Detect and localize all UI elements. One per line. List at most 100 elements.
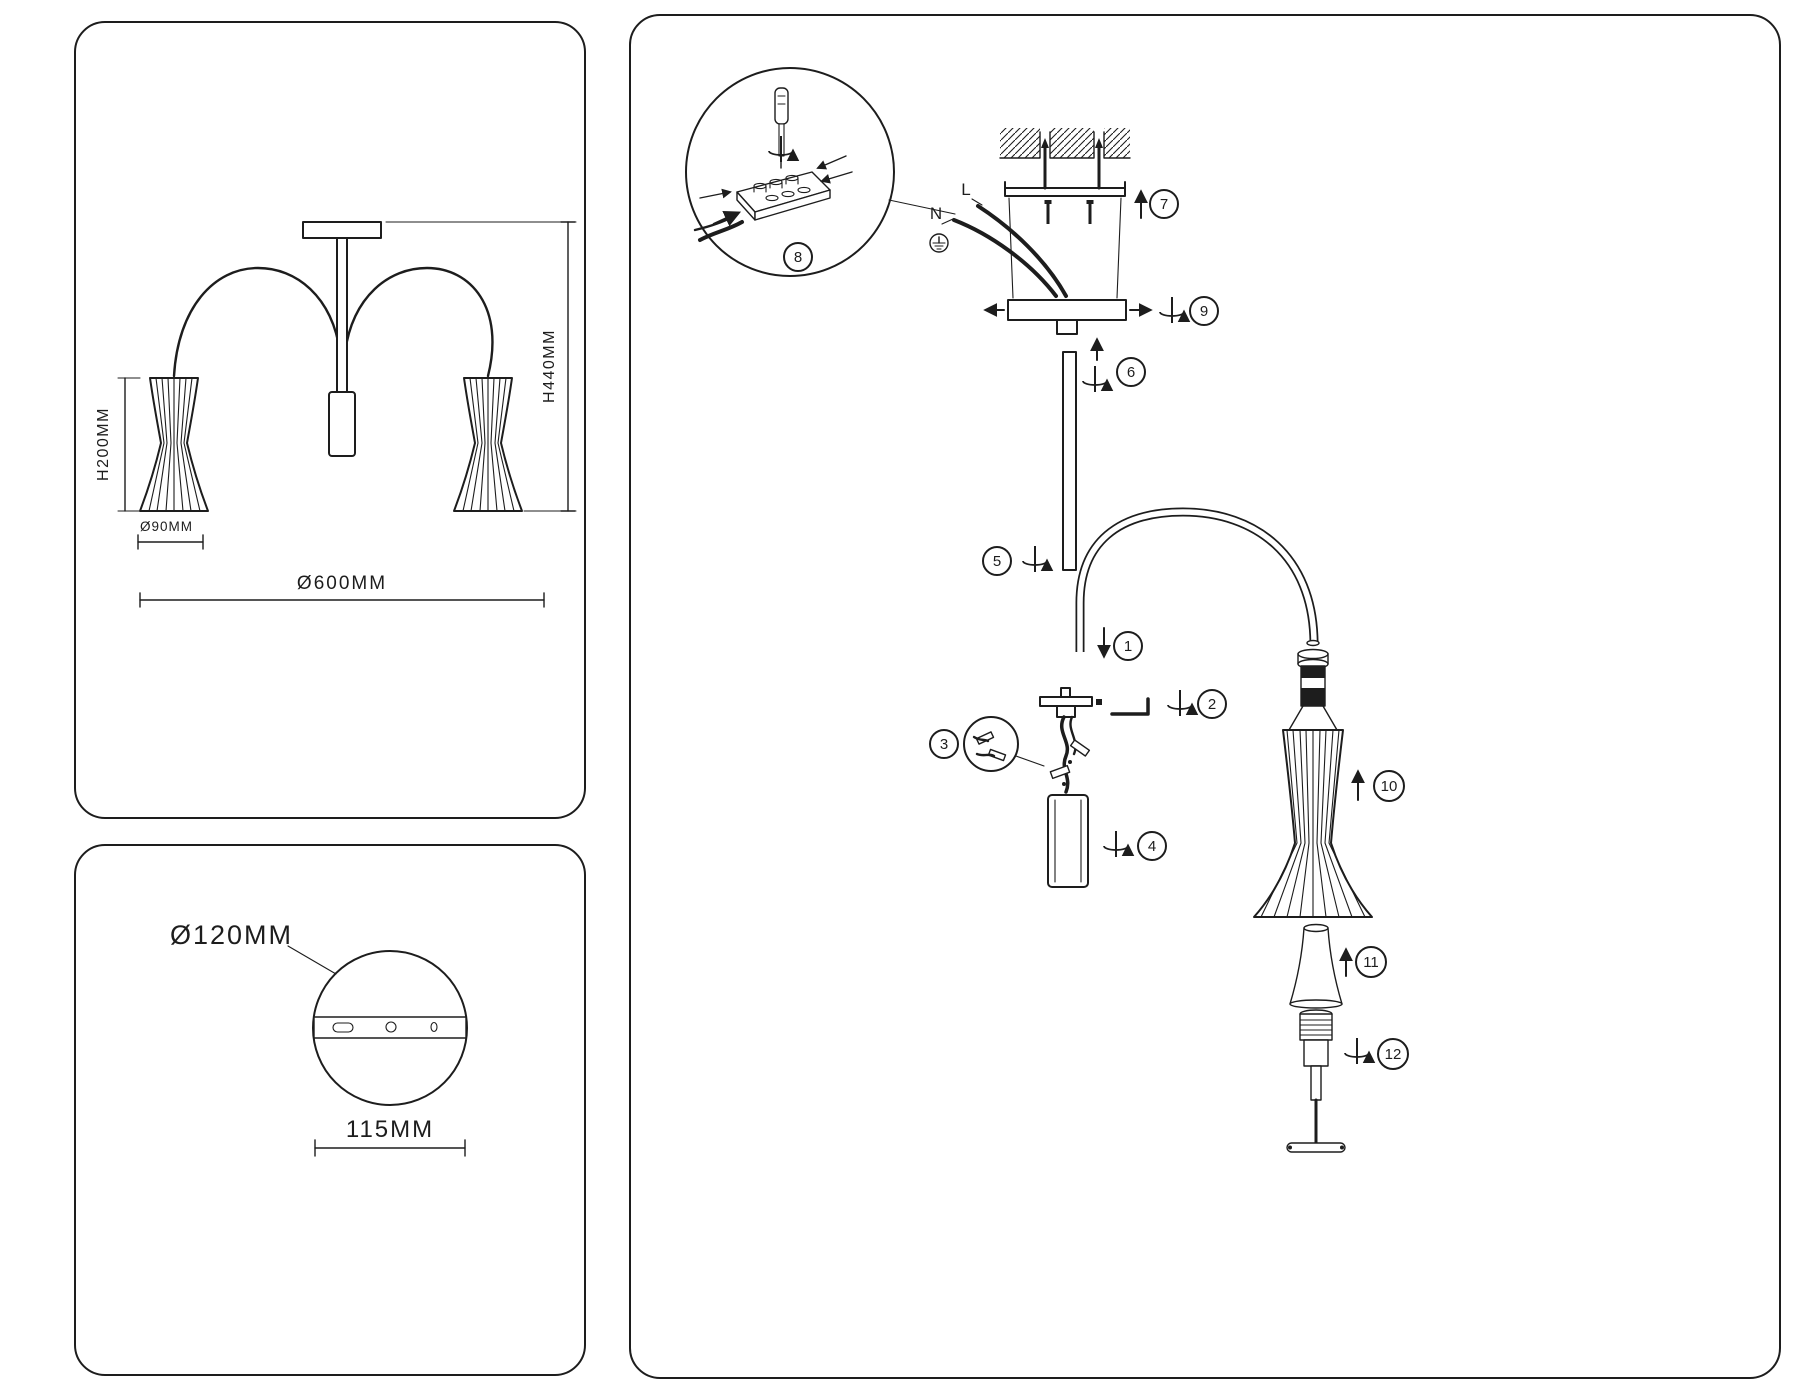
step-number: 10: [1381, 778, 1398, 795]
step-number: 7: [1160, 196, 1168, 213]
neutral-label: N: [930, 204, 942, 223]
ground-symbol-icon: [929, 233, 949, 253]
canopy-screw: [1044, 200, 1052, 224]
crimp-connector: [1069, 739, 1091, 757]
plate-width-label: 115MM: [346, 1116, 434, 1143]
canopy-diameter-label: Ø120MM: [170, 920, 293, 950]
center-cylinder: [1047, 794, 1089, 888]
insert-arrow-icon: [699, 188, 732, 199]
arm-end-ring: [1306, 639, 1320, 647]
finial-bar: [1286, 1142, 1346, 1153]
step-badge-6: 6: [1116, 357, 1146, 387]
step-number: 2: [1208, 696, 1216, 713]
screw-tip: [1095, 138, 1103, 148]
step-number: 1: [1124, 638, 1132, 655]
right-arm-arc: [343, 266, 494, 378]
step-badge-4: 4: [1137, 831, 1167, 861]
shade-assembly: 10: [1253, 639, 1405, 918]
down-rod: [1062, 351, 1077, 571]
bracket-collar: [1056, 705, 1076, 718]
step-number: 9: [1200, 303, 1208, 320]
leader-line: [287, 945, 337, 975]
insert-arrow-icon: [820, 171, 853, 184]
step-badge-2: 2: [1197, 689, 1227, 719]
detail-leader-line: [888, 199, 956, 215]
step-badge-5: 5: [982, 546, 1012, 576]
center-hole: [385, 1021, 397, 1033]
stem: [336, 237, 348, 393]
wire-connection: 3: [929, 715, 1091, 794]
supply-wires: N L: [929, 180, 1068, 298]
right-shade: [453, 377, 523, 512]
cylinder-assembly: 4: [1047, 794, 1167, 888]
holder-stem: [1310, 1065, 1322, 1101]
wire-live: [976, 204, 1068, 298]
step-badge-7: 7: [1149, 189, 1179, 219]
step-number: 5: [993, 553, 1001, 570]
terminal-detail: 8: [685, 67, 956, 277]
shade-height-label: H200MM: [95, 407, 112, 481]
curved-arm: 1: [1075, 507, 1319, 661]
step-number: 6: [1127, 364, 1135, 381]
step-number: 3: [940, 736, 948, 753]
step-number: 11: [1363, 954, 1379, 971]
connector-bracket: 2: [1039, 687, 1227, 719]
central-cylinder: [328, 391, 356, 457]
step-badge-12: 12: [1377, 1038, 1409, 1070]
step-badge-1: 1: [1113, 631, 1143, 661]
canopy-assembly: 9: [983, 296, 1219, 335]
ceiling-hatch: [1000, 128, 1040, 158]
step-number: 8: [794, 249, 802, 266]
detail-circle: [963, 716, 1019, 772]
assembly-drawing: 8: [685, 67, 1409, 1153]
set-screw: [1096, 699, 1102, 705]
allen-key-icon: [1110, 697, 1150, 716]
canopy-screw: [1086, 200, 1094, 224]
insert-arrow-icon: [816, 155, 847, 170]
screw-hole: [430, 1021, 438, 1033]
step-number: 4: [1148, 838, 1156, 855]
wire-neutral: [952, 218, 1058, 298]
dimension-lines: [117, 221, 577, 608]
step-badge-3: 3: [929, 729, 959, 759]
wire: [698, 220, 744, 242]
top-view-drawing: Ø120MM 115MM: [170, 920, 468, 1157]
crimp-connector: [1049, 764, 1071, 780]
rod-assembly: 6 5: [982, 337, 1146, 576]
step-badge-9: 9: [1189, 296, 1219, 326]
diffuser-cone: [1303, 923, 1329, 933]
chandelier-drawing: H200MM H440MM Ø90MM Ø600MM: [95, 221, 577, 608]
screw-tip: [1041, 138, 1049, 148]
keyhole-slot: [332, 1022, 354, 1033]
wire: [1060, 715, 1070, 794]
top-view-panel: [74, 844, 586, 1376]
bracket-plate: [1039, 696, 1093, 707]
step-badge-11: 11: [1355, 946, 1387, 978]
ceiling-hatch: [1104, 128, 1130, 158]
ceiling-mounting: 7: [999, 128, 1179, 299]
wire: [693, 214, 737, 232]
step-badge-8: 8: [783, 242, 813, 272]
total-height-label: H440MM: [541, 329, 558, 403]
ceiling-hatch: [1050, 128, 1094, 158]
ceiling-line: [999, 131, 1131, 159]
holder-body: [1303, 1039, 1329, 1067]
wire: [1069, 715, 1077, 756]
terminal-block: [736, 171, 831, 221]
shade-diameter-label: Ø90MM: [140, 519, 193, 534]
mounting-plate: [313, 1016, 467, 1039]
detail-leader-line: [1015, 755, 1045, 767]
fixture-diameter-label: Ø600MM: [297, 573, 387, 594]
crimp-connector: [987, 748, 1007, 762]
left-arm-arc: [172, 266, 342, 378]
left-shade: [139, 377, 209, 512]
diffuser-assembly: 11: [1289, 923, 1387, 1009]
live-label: L: [961, 180, 970, 199]
bulb-holder-assembly: 12: [1286, 1009, 1409, 1153]
ribbed-holder: [1299, 1013, 1333, 1041]
step-badge-10: 10: [1373, 770, 1405, 802]
canopy-plate: [1007, 299, 1127, 321]
step-number: 12: [1385, 1046, 1402, 1063]
canopy-hub: [1056, 319, 1078, 335]
